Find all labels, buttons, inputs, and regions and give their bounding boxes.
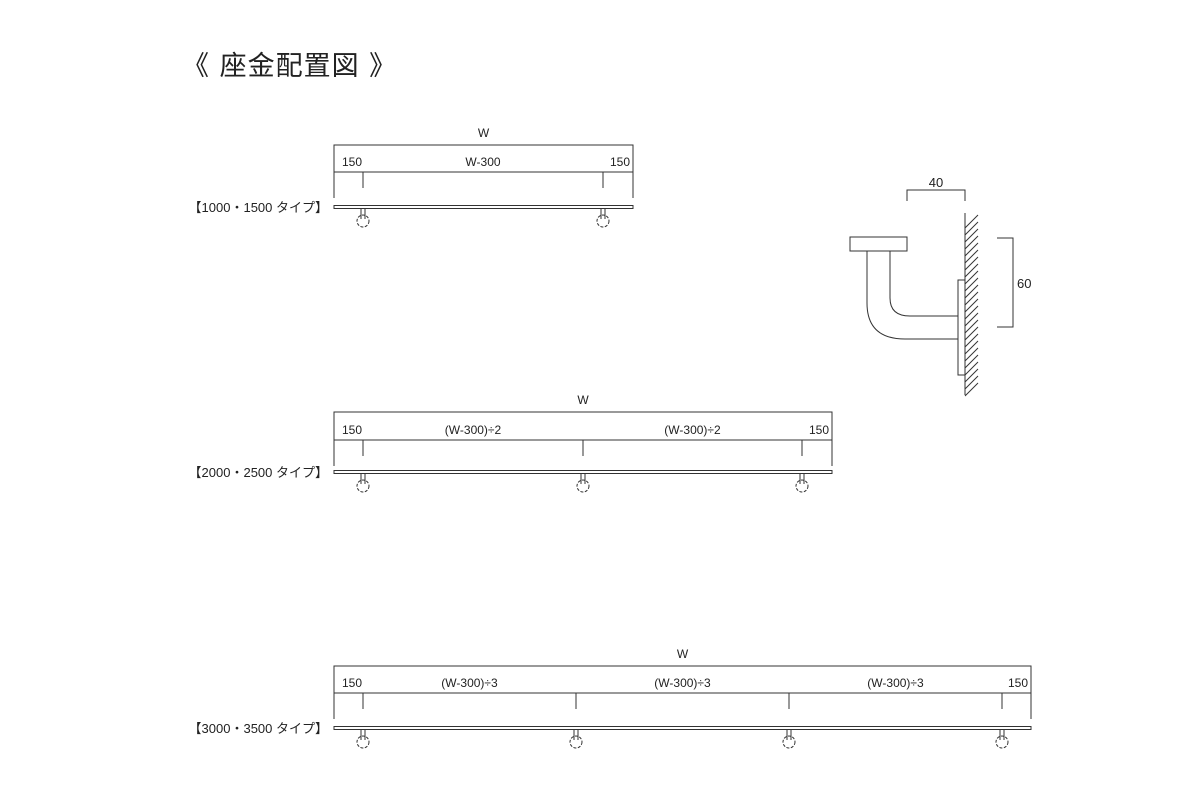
segment-label: 150	[610, 155, 630, 169]
dimension-total	[333, 411, 833, 466]
hatch-line	[964, 382, 979, 397]
washer-icon	[995, 729, 1009, 749]
segment-label: 150	[342, 155, 362, 169]
hatch-line	[964, 249, 979, 264]
segment-label: (W-300)÷3	[867, 676, 924, 690]
hatch-line	[964, 368, 979, 383]
hatch-line	[964, 291, 979, 306]
handrail-bar	[333, 470, 833, 474]
bracket-arm-inner	[889, 251, 958, 317]
hatch-line	[964, 354, 979, 369]
dimension-height	[997, 237, 1014, 328]
hatch-line	[964, 312, 979, 327]
hatch-line	[964, 305, 979, 320]
segment-label: (W-300)÷3	[654, 676, 711, 690]
hatch-line	[964, 347, 979, 362]
handrail-bar	[333, 205, 634, 209]
segment-label: 150	[1008, 676, 1028, 690]
segment-label: 150	[342, 676, 362, 690]
segment-label: (W-300)÷2	[664, 423, 721, 437]
segment-label: (W-300)÷3	[441, 676, 498, 690]
type-label: 【2000・2500 タイプ】	[189, 465, 328, 480]
bracket-side-view: 40 60	[849, 175, 1031, 397]
washer-icon	[782, 729, 796, 749]
hatch-line	[964, 214, 979, 229]
hatch-line	[964, 340, 979, 355]
hatch-line	[964, 319, 979, 334]
hatch-line	[964, 298, 979, 313]
rail-diagram: 【1000・1500 タイプ】 W 150 W-300 150	[189, 126, 634, 228]
type-label: 【3000・3500 タイプ】	[189, 721, 328, 736]
segment-label: W-300	[465, 155, 500, 169]
rail-diagram: 【2000・2500 タイプ】 W 150 (W-300)÷2 (W-300)÷2 150	[189, 393, 833, 493]
wall-plate	[957, 279, 966, 376]
hatch-line	[964, 242, 979, 257]
segment-label: 150	[809, 423, 829, 437]
total-width-label: W	[577, 393, 589, 407]
type-label: 【1000・1500 タイプ】	[189, 200, 328, 215]
washer-icon	[596, 208, 610, 228]
washer-icon	[356, 729, 370, 749]
bracket-top-plate	[849, 236, 908, 252]
hatch-line	[964, 284, 979, 299]
hatch-line	[964, 361, 979, 376]
hatch-line	[964, 277, 979, 292]
total-width-label: W	[478, 126, 490, 140]
handrail-bar	[333, 726, 1032, 730]
washer-icon	[576, 473, 590, 493]
hatch-line	[964, 375, 979, 390]
height-label: 60	[1017, 276, 1031, 291]
depth-label: 40	[929, 175, 943, 190]
hatch-line	[964, 263, 979, 278]
hatch-line	[964, 270, 979, 285]
washer-icon	[795, 473, 809, 493]
total-width-label: W	[677, 647, 689, 661]
hatch-line	[964, 235, 979, 250]
hatch-line	[964, 326, 979, 341]
segment-label: (W-300)÷2	[445, 423, 502, 437]
hatch-line	[964, 256, 979, 271]
page-title: 《 座金配置図 》	[182, 51, 398, 82]
washer-icon	[356, 208, 370, 228]
rail-diagram: 【3000・3500 タイプ】 W 150 (W-300)÷3 (W-300)÷3 (W-…	[189, 647, 1032, 749]
hatch-line	[964, 333, 979, 348]
wall-hatch	[964, 214, 979, 397]
dimension-depth	[906, 189, 966, 201]
bracket-arm-outer	[866, 251, 958, 340]
washer-icon	[569, 729, 583, 749]
segment-label: 150	[342, 423, 362, 437]
hatch-line	[964, 221, 979, 236]
washer-icon	[356, 473, 370, 493]
hatch-line	[964, 228, 979, 243]
